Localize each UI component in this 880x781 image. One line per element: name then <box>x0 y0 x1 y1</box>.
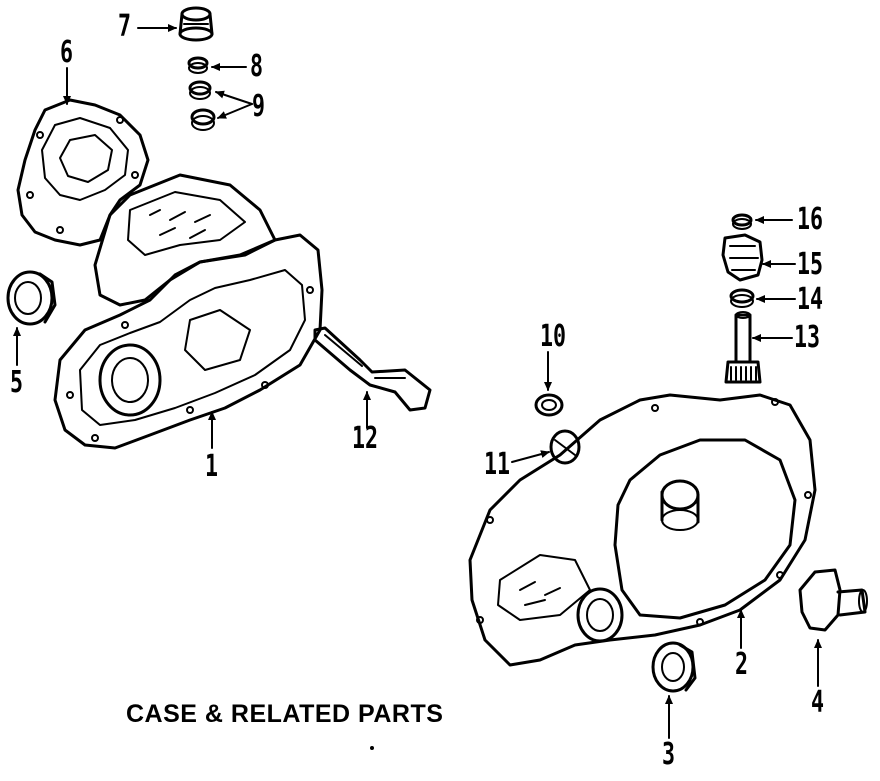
part-1-case <box>53 173 324 450</box>
callout-7: 7 <box>118 9 132 44</box>
callout-4: 4 <box>811 685 825 720</box>
leader-9b <box>217 103 253 119</box>
callout-3: 3 <box>662 737 676 772</box>
part-11-plate <box>549 429 581 465</box>
callout-10: 10 <box>540 319 567 354</box>
callout-12: 12 <box>352 421 379 456</box>
part-9-rings <box>188 80 216 131</box>
leader-11 <box>511 450 550 463</box>
callout-2: 2 <box>735 647 749 682</box>
part-8-ring <box>187 56 209 74</box>
part-2-case <box>468 393 817 667</box>
part-5-seal <box>6 270 57 326</box>
part-7-cap <box>178 6 214 42</box>
leader-9a <box>215 90 253 105</box>
part-12-bracket <box>313 326 432 412</box>
part-13-gear <box>724 311 762 384</box>
callout-6: 6 <box>60 35 74 70</box>
callout-11: 11 <box>484 447 511 482</box>
part-4-cover <box>798 568 868 632</box>
diagram-caption: CASE & RELATED PARTS <box>126 700 444 728</box>
leader-lines <box>13 24 822 739</box>
callout-1: 1 <box>205 449 219 484</box>
callout-16: 16 <box>797 202 824 237</box>
callout-13: 13 <box>794 320 821 355</box>
part-16-oring <box>731 213 753 230</box>
part-3-seal <box>651 641 697 693</box>
callout-14: 14 <box>797 282 824 317</box>
stray-dot <box>370 746 374 750</box>
callout-8: 8 <box>250 49 264 84</box>
part-15-sensor <box>721 233 764 282</box>
callout-9: 9 <box>252 89 266 124</box>
callout-5: 5 <box>10 365 24 400</box>
part-10-seal <box>534 393 564 417</box>
part-14-ring <box>729 288 755 308</box>
callout-15: 15 <box>797 247 824 282</box>
